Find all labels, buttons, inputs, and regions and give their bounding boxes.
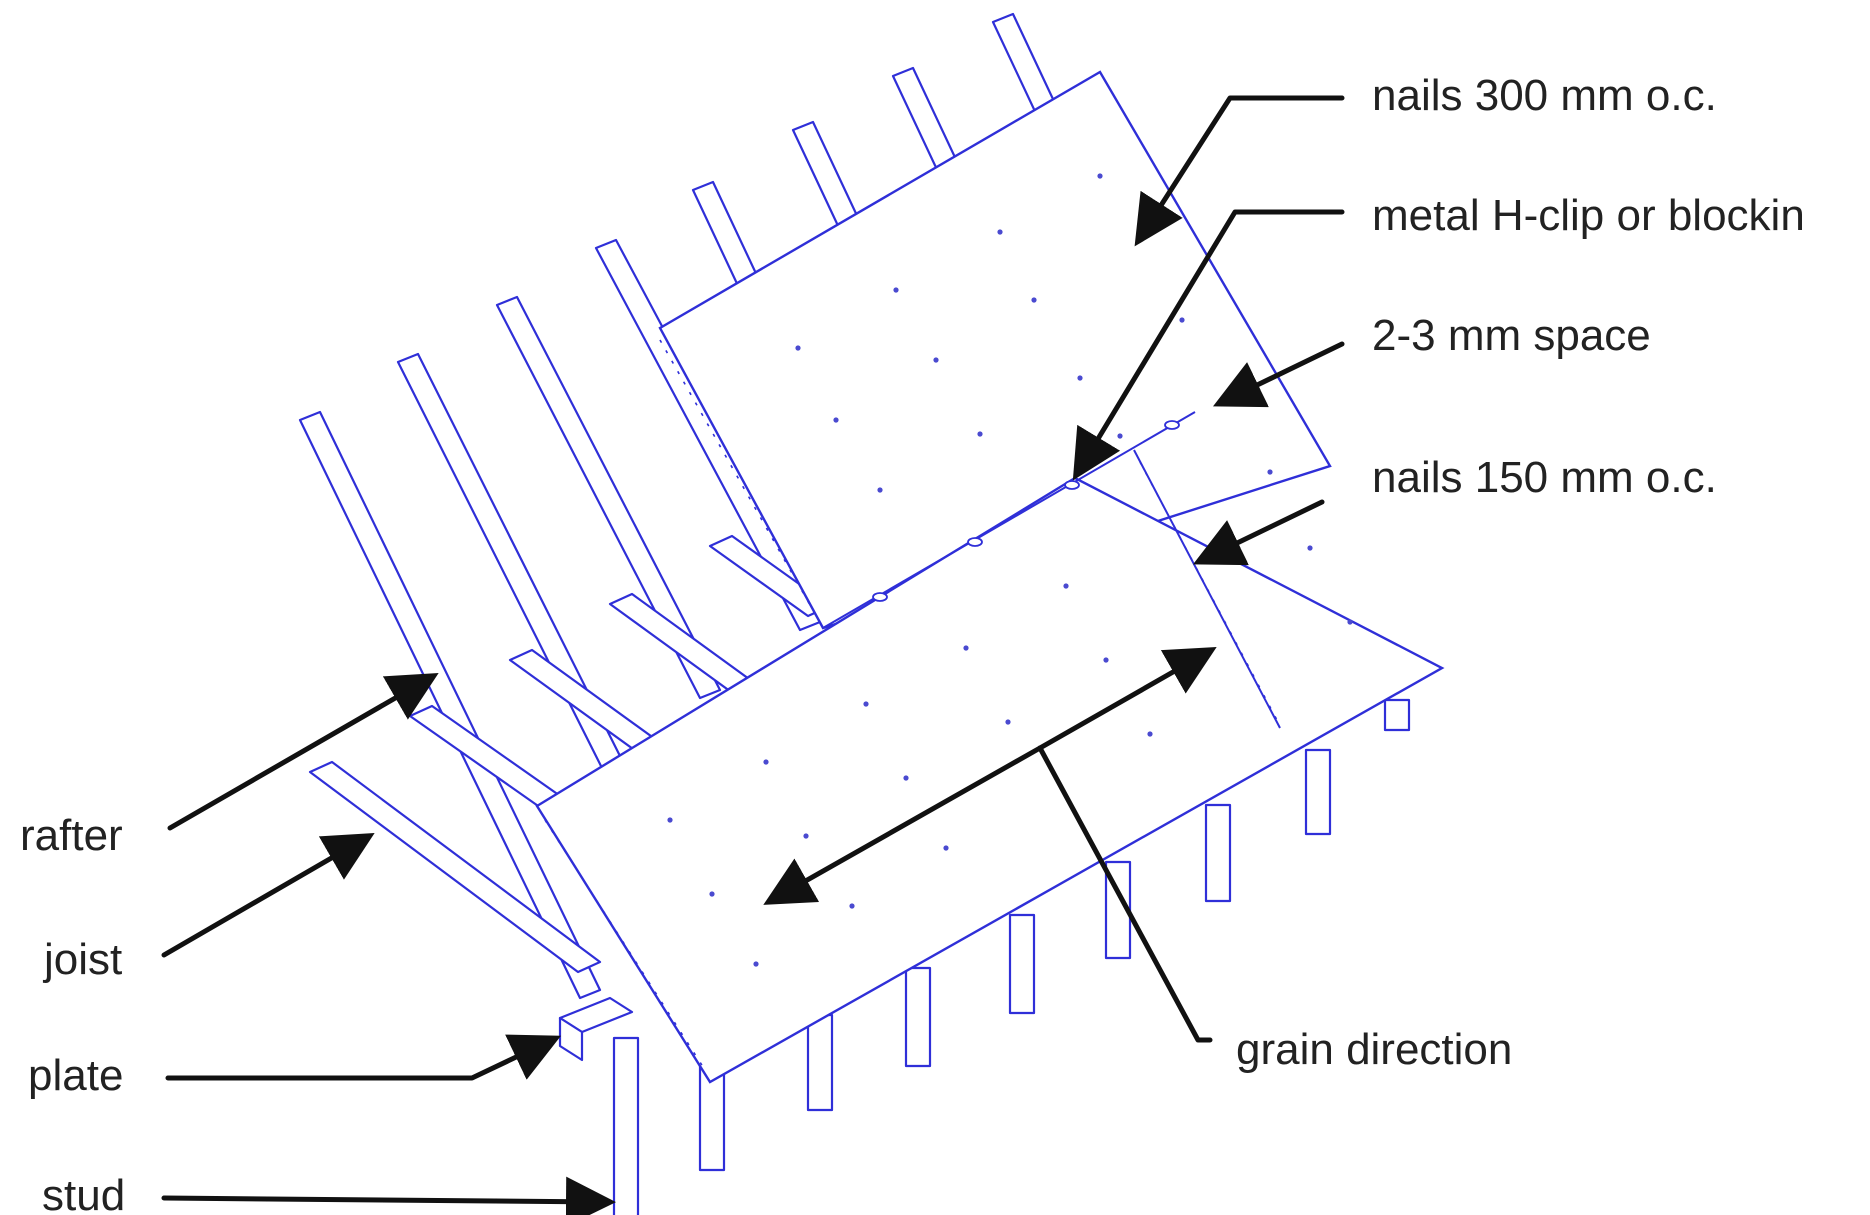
stud-1 <box>612 1036 640 1215</box>
leader-rafter <box>167 673 439 831</box>
stud-9 <box>1383 698 1411 732</box>
leader-joist <box>161 832 375 958</box>
stud-8 <box>1304 748 1332 836</box>
label-plate: plate <box>28 1051 123 1100</box>
leader-plate <box>165 1034 562 1081</box>
stud-2 <box>698 1058 726 1172</box>
rafter-6 <box>791 120 862 232</box>
label-joist: joist <box>42 935 122 984</box>
end-joint-nail-row <box>1139 461 1279 723</box>
rafters <box>298 12 1062 1000</box>
leader-space <box>1212 341 1345 408</box>
leader-nails-300 <box>1134 95 1345 247</box>
h-clip <box>1064 480 1080 490</box>
rafter-1 <box>298 410 602 1000</box>
leader-grain <box>1037 745 1213 1043</box>
joist-1 <box>308 760 602 974</box>
label-rafter: rafter <box>20 811 123 860</box>
lower-sheathing-panel <box>535 476 1445 1084</box>
h-clip <box>967 537 983 547</box>
grain-arrow-up <box>1037 647 1217 751</box>
leaders <box>161 95 1345 1215</box>
stud-3 <box>806 1013 834 1112</box>
label-grain: grain direction <box>1236 1025 1512 1074</box>
label-space: 2-3 mm space <box>1372 311 1651 360</box>
h-clip <box>1164 420 1180 430</box>
field-nails-lower <box>667 469 1353 967</box>
edge-nail-row-lower <box>544 819 706 1071</box>
stud-7 <box>1204 803 1232 903</box>
rafter-3 <box>495 295 722 700</box>
label-nails-150: nails 150 mm o.c. <box>1372 453 1717 502</box>
studs <box>612 698 1411 1215</box>
leader-h-clip <box>1072 209 1345 481</box>
rafter-5 <box>691 180 762 292</box>
h-clip <box>872 592 888 602</box>
stud-4 <box>904 966 932 1068</box>
label-nails-300: nails 300 mm o.c. <box>1372 71 1717 120</box>
grain-arrow-down <box>763 745 1043 905</box>
leader-nails-150 <box>1192 499 1325 566</box>
field-nails-upper <box>795 173 1185 493</box>
stud-5 <box>1008 913 1036 1015</box>
label-h-clip: metal H-clip or blockin <box>1372 191 1805 240</box>
label-stud: stud <box>42 1171 125 1215</box>
leader-stud <box>161 1176 616 1215</box>
h-clips <box>872 420 1180 602</box>
panel-seam <box>822 411 1196 629</box>
